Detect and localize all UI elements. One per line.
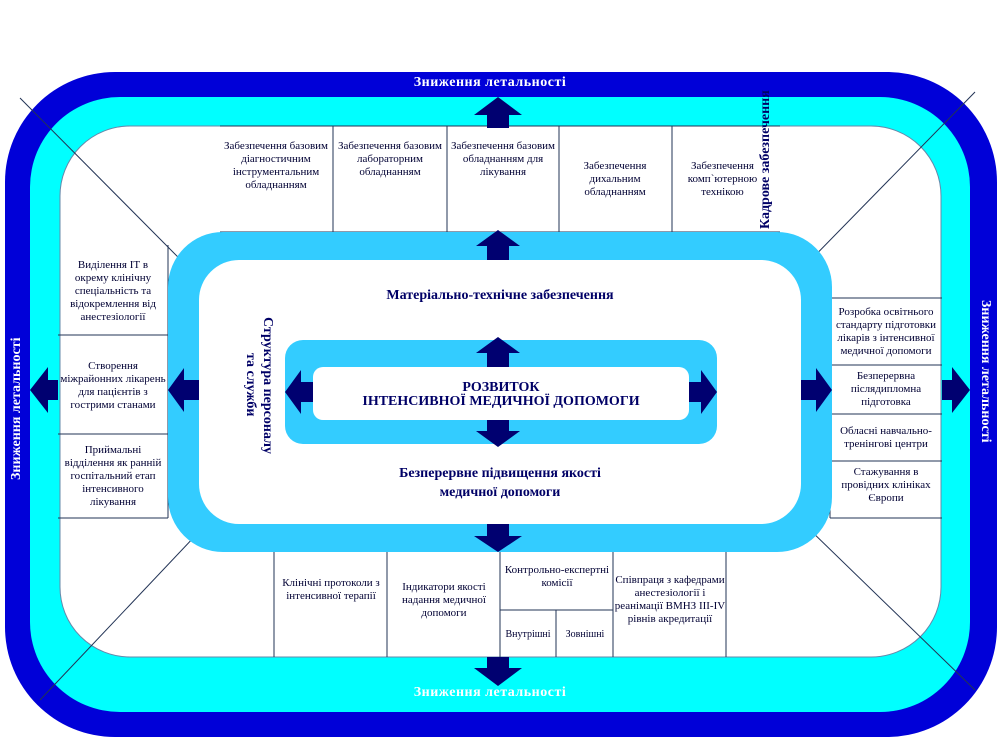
top-box-laboratory: Забезпечення базовим лабораторним обладн… bbox=[337, 140, 442, 178]
arrow-up-outer bbox=[474, 97, 522, 128]
center-title-line2: ІНТЕНСИВНОЇ МЕДИЧНОЇ ДОПОМОГИ bbox=[362, 394, 640, 409]
center-box bbox=[313, 367, 689, 420]
structure-vertical-label: Структура персоналу та служби bbox=[243, 316, 275, 454]
band-label-right: Зниження летальності bbox=[978, 300, 993, 443]
left-box-interdistrict: Створення міжрайонних лікарень для паціє… bbox=[60, 360, 166, 411]
arrow-right-center bbox=[689, 370, 717, 414]
quality-heading-line2: медичної допомоги bbox=[439, 485, 561, 500]
center-title-line1: РОЗВИТОК bbox=[462, 380, 540, 395]
arrow-right-outer bbox=[942, 367, 970, 413]
bottom-boxes-grid bbox=[273, 549, 727, 657]
top-box-diagnostic: Забезпечення базовим діагностичним інстр… bbox=[223, 140, 328, 191]
band-label-top: Зниження летальності bbox=[413, 75, 567, 90]
band-label-bottom: Зниження летальності bbox=[413, 685, 567, 700]
band-label-left: Зниження летальності bbox=[9, 337, 24, 480]
right-box-internships: Стажування в провідних клініках Європи bbox=[841, 466, 931, 504]
right-box-training-centers: Обласні навчально-тренінгові центри bbox=[840, 424, 932, 450]
arrow-up-inner bbox=[476, 230, 520, 260]
top-box-respiratory: Забезпечення дихальним обладнанням bbox=[583, 160, 647, 198]
right-box-postgraduate: Безперервна післядипломна підготовка bbox=[850, 370, 922, 408]
quality-heading-line1: Безперервне підвищення якості bbox=[399, 466, 601, 481]
arrow-down-inner bbox=[474, 524, 522, 552]
top-box-treatment: Забезпечення базовим обладнанням для лік… bbox=[450, 140, 555, 178]
arrow-down-center bbox=[476, 420, 520, 447]
arrow-left-center bbox=[285, 370, 313, 414]
arrow-left-inner bbox=[168, 368, 199, 412]
bottom-box-protocols: Клінічні протоколи з інтенсивної терапії bbox=[282, 577, 380, 602]
bottom-box-external: Зовнішні bbox=[565, 628, 605, 640]
arrow-left-outer bbox=[30, 367, 58, 413]
right-box-standard: Розробка освітнього стандарту підготовки… bbox=[835, 305, 937, 357]
arrow-right-inner bbox=[801, 368, 832, 412]
bottom-box-cooperation: Співпраця з кафедрами анестезіології і р… bbox=[614, 574, 726, 625]
left-box-it-specialty: Виділення ІТ в окрему клінічну спеціальн… bbox=[70, 258, 156, 323]
bottom-box-commissions: Контрольно-експертні комісії bbox=[504, 564, 610, 589]
top-box-computer: Забезпечення комп`ютерною технікою bbox=[687, 160, 758, 198]
arrow-down-outer bbox=[474, 657, 522, 686]
arrow-up-center bbox=[476, 337, 520, 367]
material-heading: Матеріально-технічне забезпечення bbox=[386, 288, 614, 303]
left-box-admission: Приймальні відділення як ранній госпітал… bbox=[64, 443, 162, 508]
bottom-box-indicators: Індикатори якості надання медичної допом… bbox=[402, 580, 486, 619]
staff-vertical-label: Кадрове забезпечення bbox=[758, 90, 773, 230]
bottom-box-internal: Внутрішні bbox=[505, 628, 551, 640]
arrows bbox=[30, 97, 970, 686]
